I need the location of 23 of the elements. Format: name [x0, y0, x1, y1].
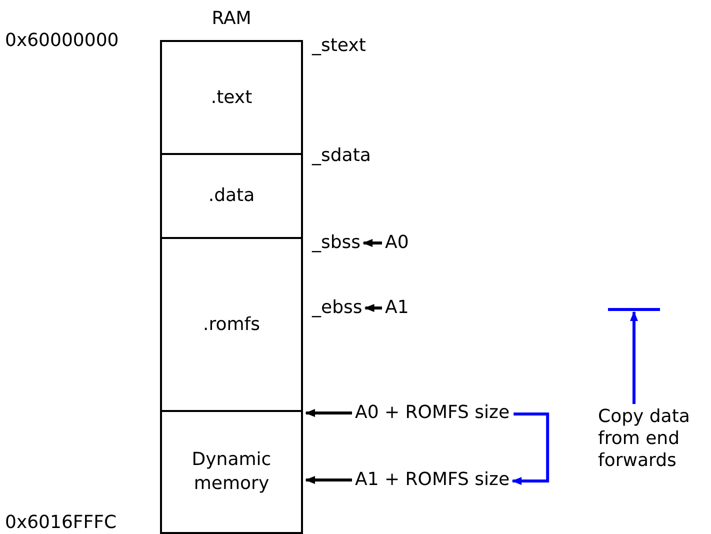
- pointer-label: A0 + ROMFS size: [355, 402, 510, 424]
- address-label: 0x6016FFFC: [5, 512, 117, 534]
- pointer-label: _ebss: [312, 297, 362, 319]
- arrow: [362, 239, 382, 247]
- address-label: 0x60000000: [5, 30, 119, 52]
- memory-region: Dynamic memory: [160, 410, 303, 534]
- stop-bar: [608, 308, 660, 311]
- arrow: [305, 476, 352, 484]
- memory-heading: RAM: [210, 8, 252, 30]
- symbol-label: _sdata: [312, 145, 371, 167]
- arrow: [512, 412, 550, 485]
- pointer-label: A1 + ROMFS size: [355, 469, 510, 491]
- memory-region: .data: [160, 153, 303, 239]
- pointer-label: A0: [385, 232, 409, 254]
- pointer-label: _sbss: [312, 232, 361, 254]
- symbol-label: _stext: [312, 35, 366, 57]
- arrow: [364, 304, 382, 312]
- arrow: [305, 409, 352, 417]
- note-text: Copy data from end forwards: [598, 406, 703, 472]
- memory-region: .romfs: [160, 237, 303, 412]
- pointer-label: A1: [385, 297, 409, 319]
- arrow: [630, 311, 638, 404]
- memory-region: .text: [160, 40, 303, 155]
